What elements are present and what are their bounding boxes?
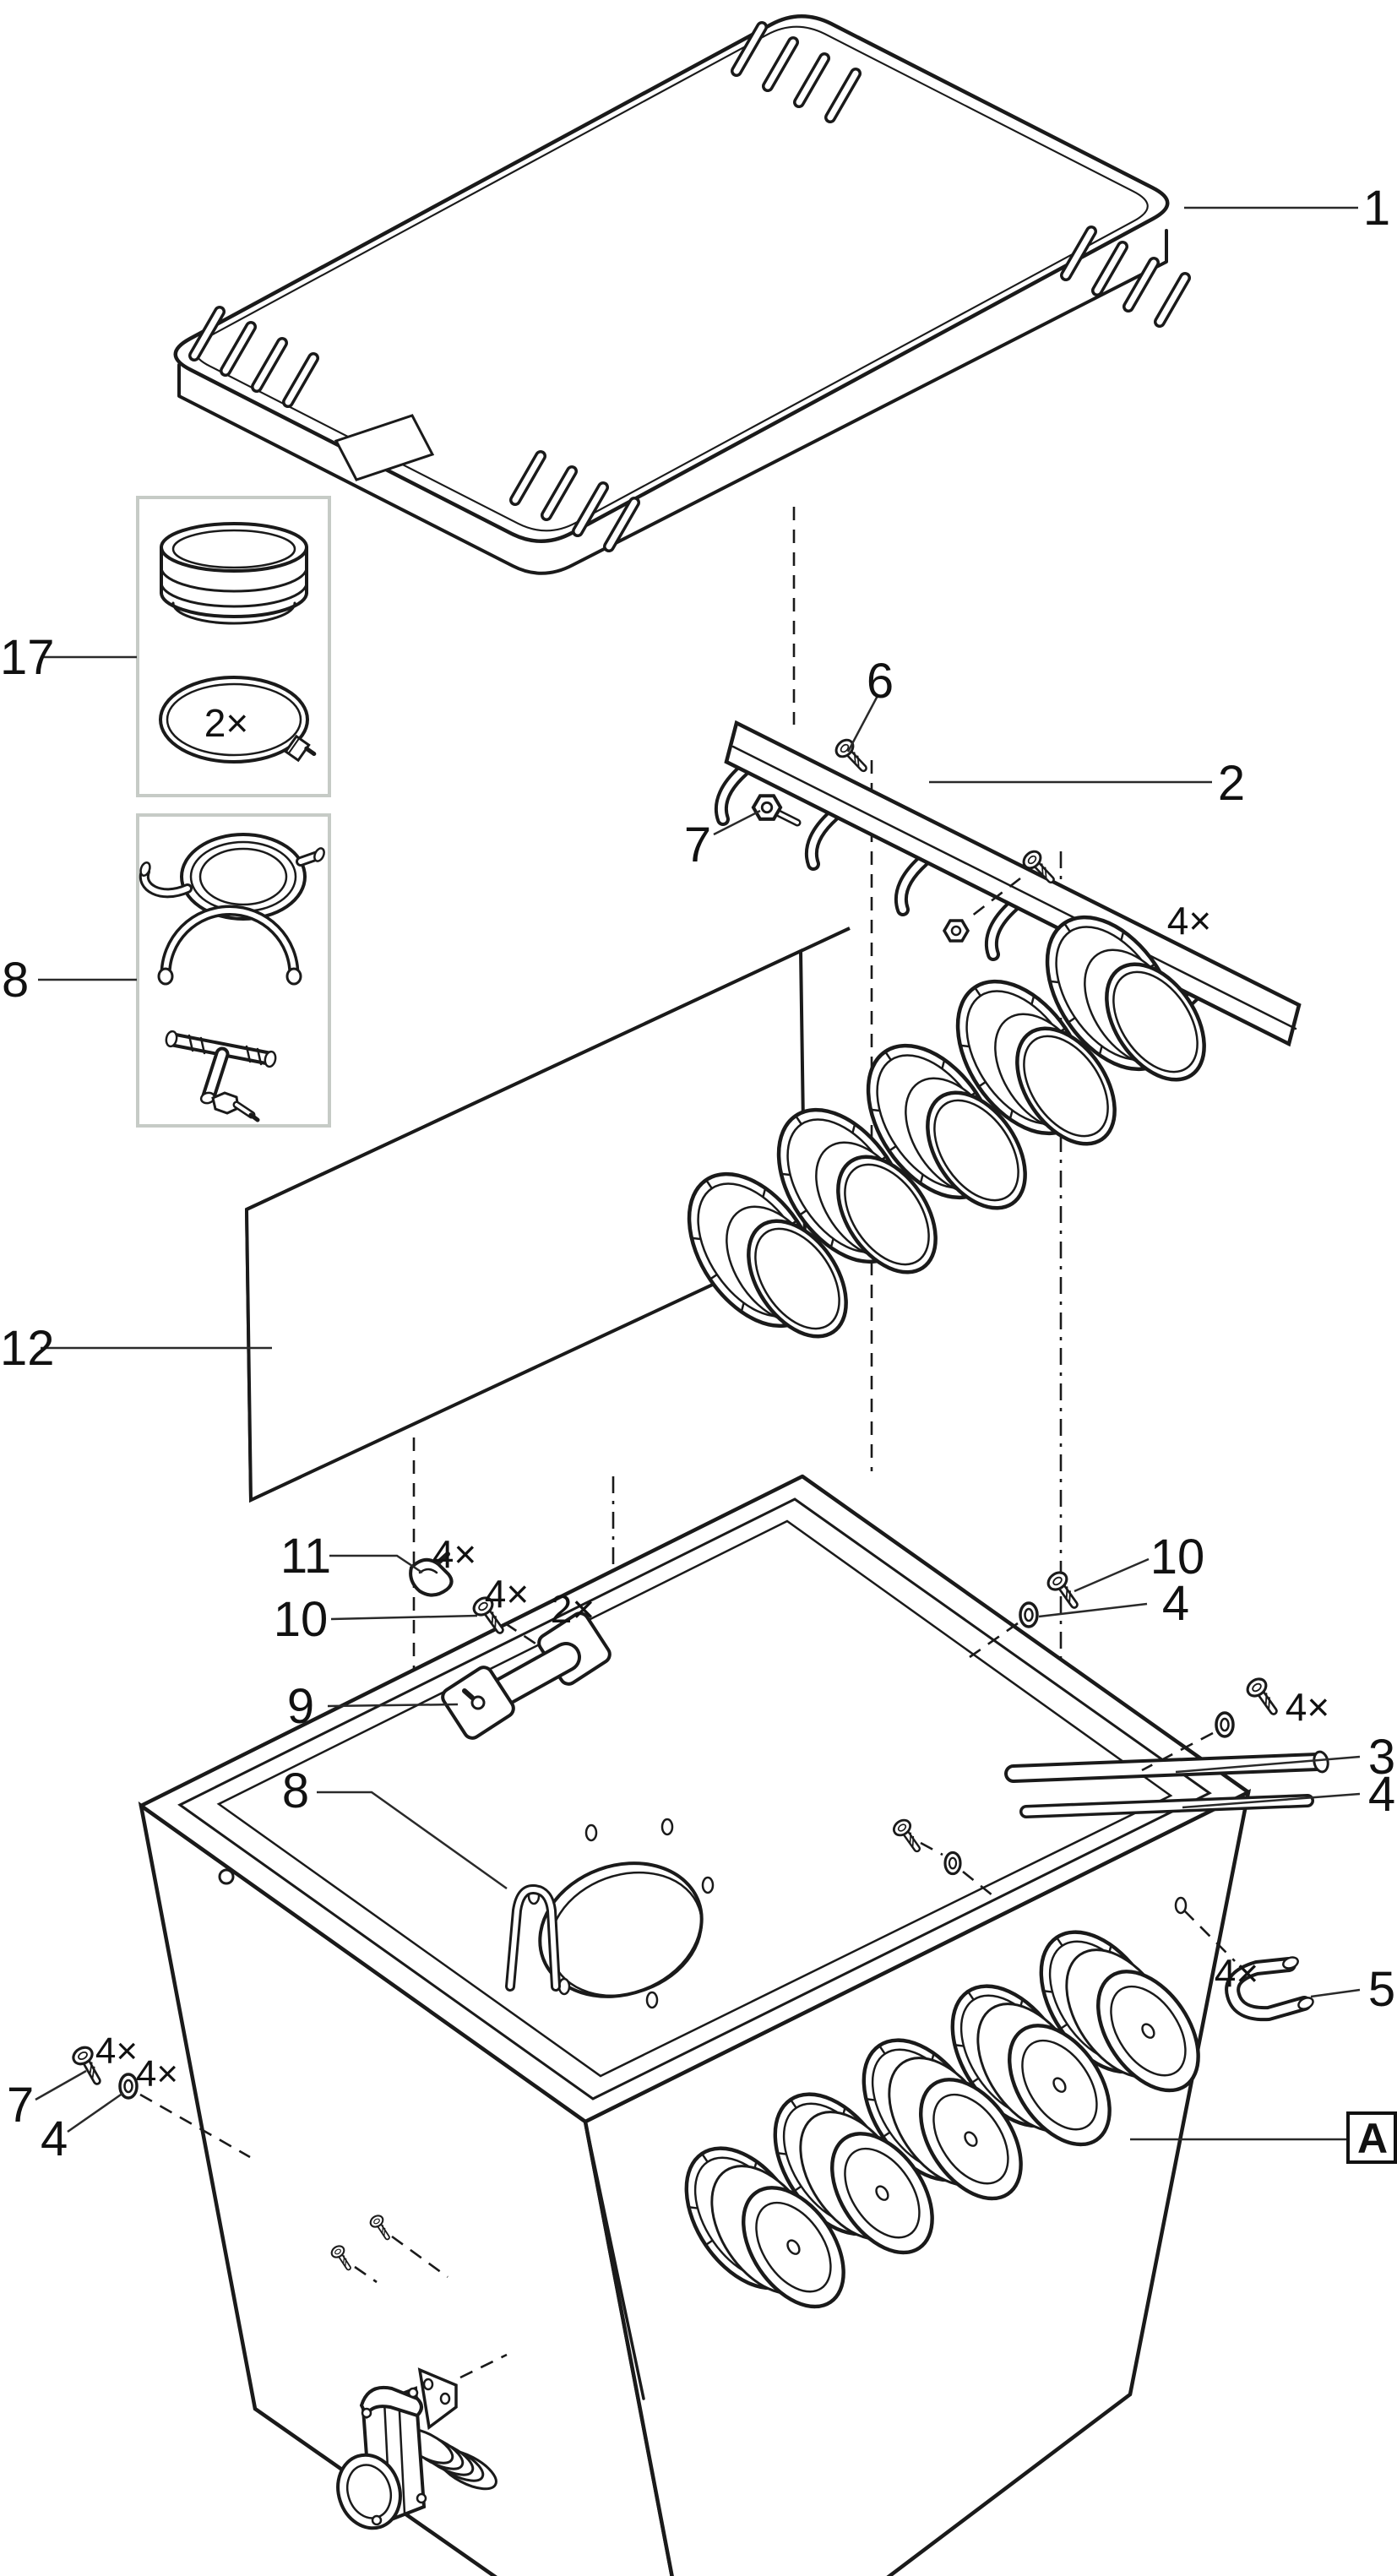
callout-10-left: 10	[274, 1592, 329, 1647]
drain-valve	[327, 2210, 508, 2530]
small-fitting	[211, 1091, 260, 1122]
right-fasteners	[888, 1565, 1286, 1900]
callout-4-rim: 4	[1368, 1767, 1395, 1822]
qty-handle: 2×	[551, 1587, 595, 1631]
view-a-label: A	[1357, 2115, 1388, 2162]
qty-screws-right: 4×	[1286, 1685, 1329, 1729]
callout-8-clip: 8	[282, 1764, 309, 1818]
qty-washer4: 4×	[136, 2053, 178, 2095]
clip-11	[409, 1552, 454, 1597]
inner-wall-port	[527, 1818, 715, 2009]
nut-rail	[943, 919, 970, 943]
qty-clip: 4×	[432, 1532, 476, 1576]
qty-label: 2×	[204, 701, 248, 745]
leader-lines	[35, 206, 1361, 2141]
pilot-hole	[1174, 1896, 1188, 1915]
qty-screw7: 4×	[95, 2030, 138, 2072]
qty-screw10: 4×	[485, 1572, 529, 1616]
callout-7: 7	[684, 818, 711, 872]
callout-3: 3	[1368, 1730, 1395, 1785]
callout-8: 8	[2, 953, 29, 1008]
callout-labels: 1 2 6 7 17 8 12 4× 11 4× 4× 2× 10 9 8 10…	[0, 181, 1395, 2166]
hose-sleeve	[160, 522, 308, 625]
t-connector	[165, 1030, 277, 1105]
callout-7-bottom: 7	[7, 2078, 34, 2133]
lid-label-patch	[334, 414, 435, 481]
callout-11: 11	[280, 1529, 331, 1584]
valve-handle	[359, 2386, 423, 2420]
callout-1: 1	[1363, 181, 1390, 236]
callout-12: 12	[0, 1321, 55, 1376]
kit-box-17: 2×	[136, 496, 331, 797]
qty-sockets: 4×	[1167, 899, 1211, 943]
callout-2: 2	[1218, 756, 1245, 811]
foam-block	[244, 927, 851, 1503]
callout-9: 9	[287, 1679, 314, 1734]
qty-hose-bend: 4×	[1215, 1951, 1258, 1995]
callout-4-bottom: 4	[41, 2111, 68, 2166]
screw-6	[830, 734, 872, 769]
lid	[173, 14, 1185, 575]
callout-10-right: 10	[1150, 1530, 1205, 1584]
drain-port	[336, 2453, 402, 2530]
view-label-a: A	[1346, 2111, 1397, 2164]
callout-4-right: 4	[1162, 1576, 1189, 1631]
callout-5: 5	[1368, 1962, 1395, 2017]
kit-box-8	[136, 813, 331, 1128]
callout-6: 6	[867, 654, 894, 709]
c-hose	[157, 905, 302, 986]
rim-hole	[218, 1868, 235, 1885]
handle-assembly	[441, 1611, 612, 1740]
hose-bend-5	[1183, 1910, 1314, 2022]
callout-17: 17	[0, 630, 55, 685]
hose-clamp	[159, 676, 317, 764]
u-clip	[505, 1884, 561, 1992]
hex-screw-7	[753, 796, 802, 827]
coiled-hose	[139, 833, 325, 921]
